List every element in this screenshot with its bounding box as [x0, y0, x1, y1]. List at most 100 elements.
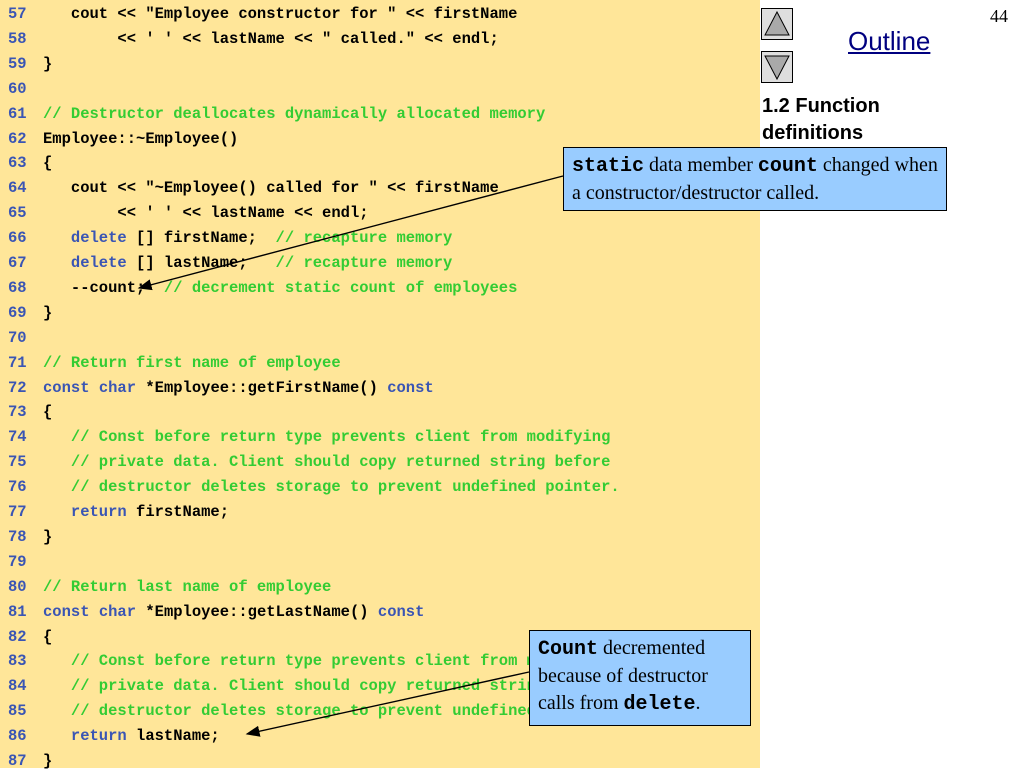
- line-number: 85: [8, 702, 27, 721]
- code-line: 76 // destructor deletes storage to prev…: [0, 475, 760, 500]
- line-number: 63: [8, 154, 27, 173]
- code-token-normal: }: [43, 527, 53, 546]
- line-number: 72: [8, 378, 27, 397]
- code-line: 67 delete [] lastName; // recapture memo…: [0, 251, 760, 276]
- line-number: 74: [8, 428, 27, 447]
- code-text: --count; // decrement static count of em…: [43, 276, 518, 301]
- line-number: 87: [8, 752, 27, 770]
- code-text: << ' ' << lastName << " called." << endl…: [43, 27, 499, 52]
- code-text: // private data. Client should copy retu…: [43, 674, 611, 699]
- code-token-normal: *Employee::getFirstName(): [136, 378, 388, 397]
- code-token-comment: // destructor deletes storage to prevent…: [43, 478, 620, 497]
- static-count-callout: static data member count changed when a …: [563, 147, 947, 211]
- code-token-normal: cout << "~Employee() called for " << fir…: [43, 179, 499, 198]
- code-line: 81 const char *Employee::getLastName() co…: [0, 600, 760, 625]
- code-text: {: [43, 400, 52, 425]
- code-line: 80// Return last name of employee: [0, 575, 760, 600]
- line-number: 82: [8, 627, 27, 646]
- code-token-normal: --count;: [43, 278, 164, 297]
- code-text: // Const before return type prevents cli…: [43, 425, 611, 450]
- code-line: 63 {: [0, 151, 760, 176]
- line-number: 69: [8, 303, 27, 322]
- callout-code-term: delete: [623, 693, 696, 716]
- code-token-normal: {: [43, 154, 53, 173]
- code-line: 87}: [0, 749, 760, 774]
- code-line: 58 << ' ' << lastName << " called." << e…: [0, 27, 760, 52]
- code-line: 71// Return first name of employee: [0, 351, 760, 376]
- code-line: 69}: [0, 301, 760, 326]
- code-line: 86 return lastName;: [0, 724, 760, 749]
- code-token-comment: // decrement static count of employees: [163, 278, 518, 297]
- section-title-line-1: 1.2 Function: [762, 95, 880, 117]
- line-number: 71: [8, 353, 27, 372]
- line-number: 84: [8, 677, 27, 696]
- code-token-normal: }: [43, 303, 53, 322]
- page-number: 44: [990, 6, 1008, 26]
- previous-slide-button[interactable]: [761, 8, 793, 40]
- code-text: // private data. Client should copy retu…: [43, 450, 611, 475]
- code-token-normal: [] lastName;: [126, 254, 276, 272]
- code-token-normal: *Employee::getLastName(): [136, 602, 378, 621]
- code-text: delete [] firstName; // recapture memory: [43, 226, 452, 251]
- line-number: 65: [8, 204, 27, 223]
- callout-code-term: Count: [538, 638, 599, 661]
- code-line: 82 {: [0, 625, 760, 650]
- triangle-down-icon: [764, 55, 790, 81]
- line-number: 81: [8, 602, 27, 621]
- code-line: 79: [0, 550, 760, 575]
- code-token-normal: firstName;: [126, 503, 230, 521]
- code-token-normal: << ' ' << lastName << " called." << endl…: [43, 29, 499, 48]
- code-text: // Return last name of employee: [43, 575, 331, 600]
- outline-link[interactable]: Outline: [848, 26, 931, 56]
- code-token-comment: // private data. Client should copy retu…: [43, 677, 611, 696]
- code-token-normal: }: [43, 752, 53, 770]
- line-number: 67: [8, 254, 27, 272]
- code-token-comment: // Destructor deallocates dynamically al…: [43, 104, 546, 123]
- code-text: return lastName;: [43, 724, 220, 749]
- line-number: 75: [8, 453, 27, 472]
- line-number: 83: [8, 652, 27, 671]
- line-number: 62: [8, 129, 27, 148]
- code-line: 72 const char *Employee::getFirstName() c…: [0, 376, 760, 401]
- code-token-normal: [90, 379, 99, 397]
- callout-text: .: [695, 692, 701, 714]
- code-text: // destructor deletes storage to prevent…: [43, 475, 620, 500]
- code-token-normal: [43, 254, 71, 272]
- line-number: 86: [8, 727, 27, 746]
- line-number: 58: [8, 29, 27, 48]
- code-text: const char *Employee::getFirstName() con…: [43, 376, 434, 401]
- next-slide-button[interactable]: [761, 51, 793, 83]
- code-text: }: [43, 525, 52, 550]
- code-text: {: [43, 151, 52, 176]
- code-token-normal: {: [43, 627, 53, 646]
- code-token-normal: {: [43, 403, 53, 422]
- line-number: 79: [8, 552, 27, 571]
- code-token-normal: << ' ' << lastName << endl;: [43, 204, 369, 223]
- code-token-comment: // Const before return type prevents cli…: [43, 428, 611, 447]
- count-decremented-callout: Count decremented because of destructor …: [529, 630, 751, 726]
- line-number: 77: [8, 503, 27, 521]
- code-text: }: [43, 52, 52, 77]
- code-line: 61// Destructor deallocates dynamically …: [0, 102, 760, 127]
- triangle-up-icon: [764, 10, 790, 36]
- code-token-comment: // Const before return type prevents cli…: [43, 652, 611, 671]
- code-text: return firstName;: [43, 500, 229, 525]
- code-line: 57 cout << "Employee constructor for " <…: [0, 2, 760, 27]
- callout-code-term: static: [572, 155, 645, 178]
- code-token-keyword: const: [387, 378, 434, 397]
- section-title: 1.2 Function definitions: [762, 93, 880, 147]
- code-token-normal: [] firstName;: [126, 229, 276, 248]
- code-token-keyword: delete: [70, 229, 127, 248]
- callout-text: changed when a constructor/destructor ca…: [572, 154, 938, 204]
- code-text: Employee::~Employee(): [43, 127, 238, 152]
- line-number: 76: [8, 478, 27, 497]
- line-number: 68: [8, 278, 27, 297]
- code-line: 62 Employee::~Employee(): [0, 127, 760, 152]
- code-line: 75 // private data. Client should copy r…: [0, 450, 760, 475]
- code-token-comment: // private data. Client should copy retu…: [43, 453, 611, 472]
- code-token-comment: // recapture memory: [275, 254, 453, 272]
- code-text: const char *Employee::getLastName() cons…: [43, 600, 424, 625]
- callout-code-term: count: [757, 155, 818, 178]
- code-token-normal: [90, 603, 99, 621]
- code-token-keyword: const: [43, 602, 90, 621]
